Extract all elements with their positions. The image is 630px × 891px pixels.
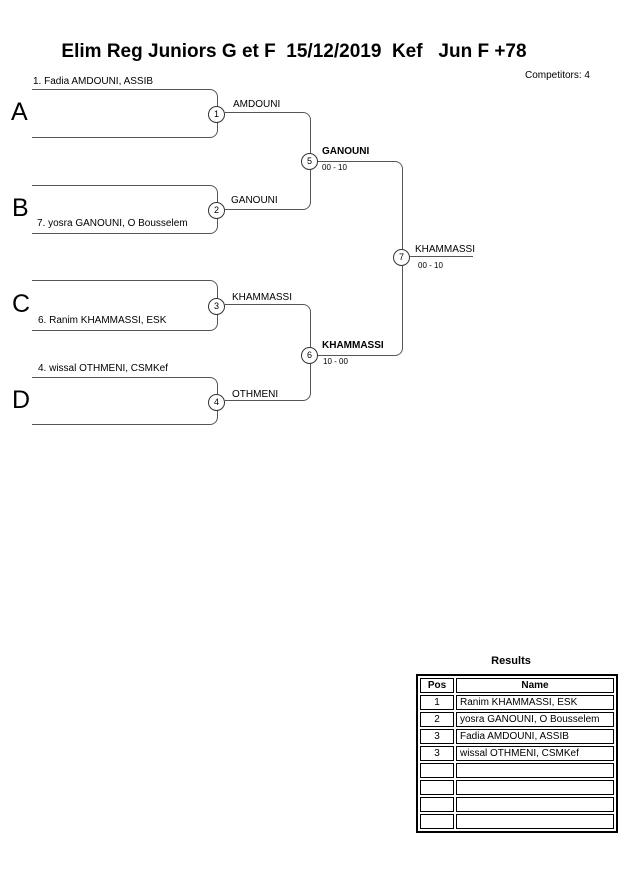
connector-match1-to-match5 xyxy=(225,112,311,154)
bracket-d-lines xyxy=(32,377,218,425)
match-2-number: 2 xyxy=(208,202,225,219)
bracket-c-lines xyxy=(32,280,218,331)
name-cell: Fadia AMDOUNI, ASSIB xyxy=(456,729,614,744)
table-row: 2 yosra GANOUNI, O Bousselem xyxy=(420,712,614,727)
group-letter-c: C xyxy=(12,290,31,318)
connector-match4-to-match6 xyxy=(225,364,311,401)
pos-cell xyxy=(420,763,454,778)
pos-cell xyxy=(420,814,454,829)
final-winner-line xyxy=(410,256,473,257)
name-cell xyxy=(456,814,614,829)
name-cell: Ranim KHAMMASSI, ESK xyxy=(456,695,614,710)
match-1-winner: AMDOUNI xyxy=(233,99,281,110)
match-7-number: 7 xyxy=(393,249,410,266)
connector-match6-to-match7 xyxy=(318,266,403,356)
pos-cell xyxy=(420,780,454,795)
name-cell: yosra GANOUNI, O Bousselem xyxy=(456,712,614,727)
match-3-winner: KHAMMASSI xyxy=(232,292,293,303)
group-letter-a: A xyxy=(11,98,28,126)
match-5-winner: GANOUNI xyxy=(322,146,370,157)
pos-cell: 3 xyxy=(420,729,454,744)
table-row: 1 Ranim KHAMMASSI, ESK xyxy=(420,695,614,710)
match-6-score: 10 - 00 xyxy=(323,357,348,366)
connector-match2-to-match5 xyxy=(225,170,311,210)
match-5-number: 5 xyxy=(301,153,318,170)
bracket-a-lines xyxy=(32,89,218,138)
table-row: 3 wissal OTHMENI, CSMKef xyxy=(420,746,614,761)
name-cell xyxy=(456,780,614,795)
seed-entry-d: 4. wissal OTHMENI, CSMKef xyxy=(38,363,169,374)
match-1-number: 1 xyxy=(208,106,225,123)
match-5-score: 00 - 10 xyxy=(322,163,347,172)
match-7-winner: KHAMMASSI xyxy=(415,244,476,255)
results-table: Pos Name 1 Ranim KHAMMASSI, ESK 2 yosra … xyxy=(416,674,618,833)
results-header-row: Pos Name xyxy=(420,678,614,693)
seed-entry-b: 7. yosra GANOUNI, O Bousselem xyxy=(37,218,188,229)
results-title: Results xyxy=(491,655,531,667)
match-3-number: 3 xyxy=(208,298,225,315)
pos-cell: 3 xyxy=(420,746,454,761)
name-cell: wissal OTHMENI, CSMKef xyxy=(456,746,614,761)
bracket-b-lines xyxy=(32,185,218,234)
pos-cell: 2 xyxy=(420,712,454,727)
group-letter-b: B xyxy=(12,194,29,222)
pos-cell xyxy=(420,797,454,812)
table-row xyxy=(420,814,614,829)
name-column-header: Name xyxy=(456,678,614,693)
name-cell xyxy=(456,763,614,778)
pos-cell: 1 xyxy=(420,695,454,710)
competitors-count: Competitors: 4 xyxy=(524,70,590,81)
table-row xyxy=(420,797,614,812)
match-7-score: 00 - 10 xyxy=(418,261,443,270)
table-row: 3 Fadia AMDOUNI, ASSIB xyxy=(420,729,614,744)
match-2-winner: GANOUNI xyxy=(231,195,278,206)
connector-match5-to-match7 xyxy=(318,161,403,250)
match-4-number: 4 xyxy=(208,394,225,411)
seed-entry-a: 1. Fadia AMDOUNI, ASSIB xyxy=(33,76,154,87)
table-row xyxy=(420,780,614,795)
match-6-winner: KHAMMASSI xyxy=(322,340,384,351)
seed-entry-c: 6. Ranim KHAMMASSI, ESK xyxy=(38,315,167,326)
match-4-winner: OTHMENI xyxy=(232,389,279,400)
table-row xyxy=(420,763,614,778)
connector-match3-to-match6 xyxy=(225,304,311,348)
pos-column-header: Pos xyxy=(420,678,454,693)
page-title: Elim Reg Juniors G et F 15/12/2019 Kef J… xyxy=(61,41,527,62)
name-cell xyxy=(456,797,614,812)
match-6-number: 6 xyxy=(301,347,318,364)
group-letter-d: D xyxy=(12,386,31,414)
